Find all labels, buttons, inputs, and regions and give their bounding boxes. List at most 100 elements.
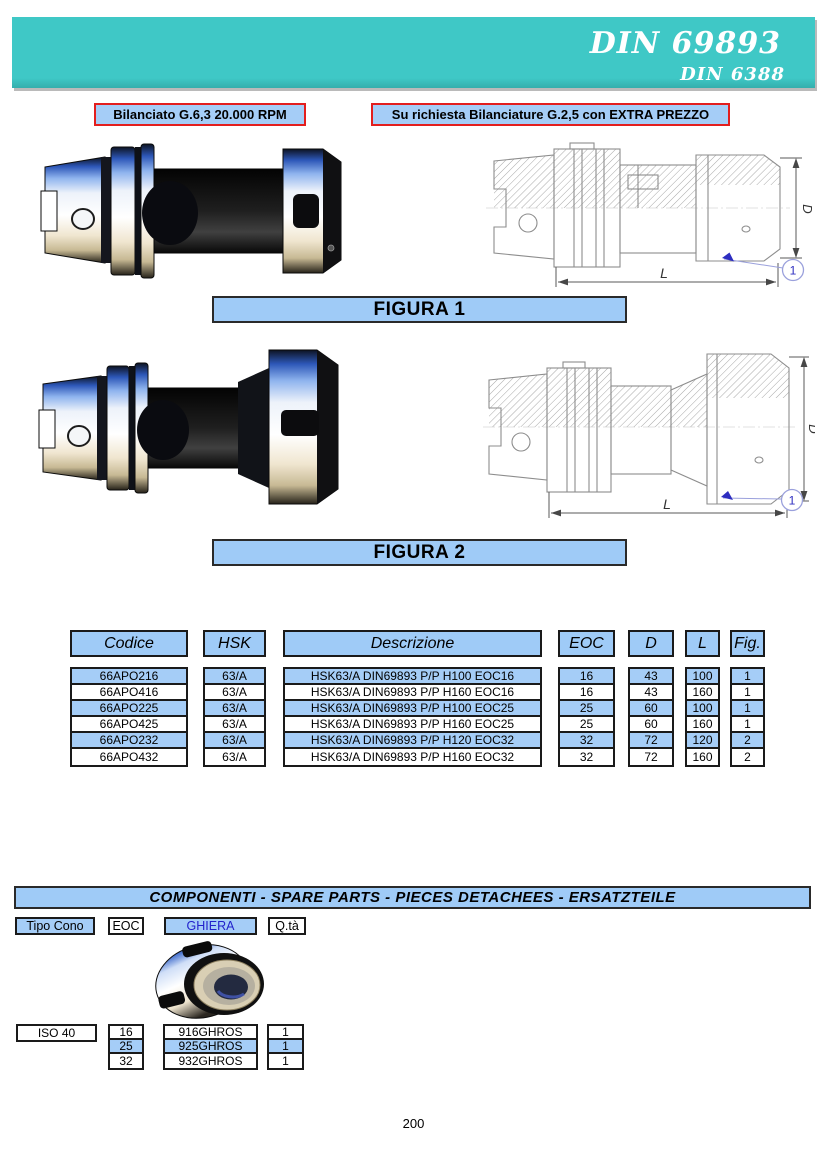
table-cell: 1	[732, 685, 763, 701]
dim-label-d: D	[806, 424, 815, 433]
table-cell: 66APO432	[99, 750, 159, 764]
table-cell: 1	[282, 1054, 289, 1068]
hsk-shank	[40, 156, 106, 264]
table-cell: 66APO232	[72, 733, 186, 749]
table-cell: 63/A	[205, 669, 264, 685]
header-band: DIN 69893 DIN 6388	[12, 17, 815, 88]
col-header-hsk: HSK	[203, 630, 266, 657]
label-tipo-cono: Tipo Cono	[15, 917, 95, 935]
tipo-cono-value: ISO 40	[16, 1024, 97, 1042]
components-column-eoc: 16 25 32	[108, 1024, 144, 1070]
table-cell: 160	[687, 685, 718, 701]
table-cell: 2	[744, 750, 751, 764]
callout-number: 1	[790, 264, 797, 278]
components-column-ghiera: 916GHROS 925GHROS 932GHROS	[163, 1024, 258, 1070]
table-cell: 25	[110, 1039, 142, 1054]
column-fig: 1 1 1 1 2 2	[730, 667, 765, 767]
figure2-caption: FIGURA 2	[212, 539, 627, 566]
badge-on-request: Su richiesta Bilanciature G.2,5 con EXTR…	[371, 103, 730, 126]
table-cell: 120	[687, 733, 718, 749]
page-subtitle: DIN 6388	[680, 64, 785, 85]
dim-label-d: D	[800, 204, 812, 213]
table-cell: 63/A	[205, 717, 264, 733]
dim-label-l: L	[663, 496, 671, 512]
table-cell: 66APO425	[72, 717, 186, 733]
flange	[101, 143, 155, 279]
figure1-caption: FIGURA 1	[212, 296, 627, 323]
technical-drawing-figure2: D L 1	[483, 353, 815, 518]
body	[137, 368, 269, 488]
table-cell: 63/A	[205, 685, 264, 701]
table-cell: 63/A	[205, 701, 264, 717]
table-cell: 100	[687, 669, 718, 685]
table-cell: 1	[269, 1039, 302, 1054]
table-cell: HSK63/A DIN69893 P/P H160 EOC25	[285, 717, 540, 733]
flange	[97, 362, 149, 494]
balloon-callout: 1	[721, 488, 804, 512]
table-cell: 60	[630, 717, 672, 733]
table-cell: 66APO225	[72, 701, 186, 717]
table-cell: HSK63/A DIN69893 P/P H120 EOC32	[285, 733, 540, 749]
table-cell: 43	[630, 685, 672, 701]
table-cell: 1	[732, 669, 763, 685]
table-cell: 1	[269, 1025, 302, 1040]
table-cell: 72	[630, 733, 672, 749]
column-hsk: 63/A 63/A 63/A 63/A 63/A 63/A	[203, 667, 266, 767]
column-descrizione: HSK63/A DIN69893 P/P H100 EOC16 HSK63/A …	[283, 667, 542, 767]
table-cell: 932GHROS	[178, 1054, 243, 1068]
components-header: COMPONENTI - SPARE PARTS - PIECES DETACH…	[14, 886, 811, 909]
label-qta: Q.tà	[268, 917, 306, 935]
table-cell: 63/A	[222, 750, 247, 764]
col-header-l: L	[685, 630, 720, 657]
label-eoc: EOC	[108, 917, 144, 935]
product-photo-figure1	[40, 143, 342, 279]
table-cell: 16	[110, 1025, 142, 1040]
table-cell: 160	[687, 717, 718, 733]
column-l: 100 160 100 160 120 160	[685, 667, 720, 767]
callout-number: 1	[789, 494, 796, 508]
ghiera-photo	[155, 941, 264, 1019]
table-cell: HSK63/A DIN69893 P/P H100 EOC25	[285, 701, 540, 717]
column-codice: 66APO216 66APO416 66APO225 66APO425 66AP…	[70, 667, 188, 767]
technical-drawing-figure1: D L 1	[486, 142, 812, 287]
table-cell: 916GHROS	[165, 1025, 256, 1040]
column-d: 43 43 60 60 72 72	[628, 667, 674, 767]
col-header-d: D	[628, 630, 674, 657]
table-cell: 16	[560, 685, 613, 701]
table-cell: 16	[560, 669, 613, 685]
page-number: 200	[402, 1116, 425, 1131]
table-cell: 1	[732, 717, 763, 733]
table-cell: 72	[644, 750, 658, 764]
table-cell: 2	[732, 733, 763, 749]
badge-balanced: Bilanciato G.6,3 20.000 RPM	[94, 103, 306, 126]
table-cell: 32	[579, 750, 594, 764]
table-cell: 100	[687, 701, 718, 717]
table-cell: 1	[732, 701, 763, 717]
table-cell: 25	[560, 701, 613, 717]
table-cell: 32	[119, 1054, 133, 1068]
dimension-lines	[548, 356, 809, 518]
table-cell: 66APO216	[72, 669, 186, 685]
clamping-nut	[268, 349, 339, 505]
col-header-fig: Fig.	[730, 630, 765, 657]
table-cell: 43	[630, 669, 672, 685]
column-eoc: 16 16 25 25 32 32	[558, 667, 615, 767]
table-cell: 925GHROS	[165, 1039, 256, 1054]
page-title: DIN 69893	[589, 26, 781, 61]
table-cell: 66APO416	[72, 685, 186, 701]
table-cell: HSK63/A DIN69893 P/P H160 EOC16	[285, 685, 540, 701]
col-header-descrizione: Descrizione	[283, 630, 542, 657]
table-cell: 160	[692, 750, 713, 764]
table-cell: 32	[560, 733, 613, 749]
col-header-eoc: EOC	[558, 630, 615, 657]
table-cell: 60	[630, 701, 672, 717]
balloon-callout: 1	[722, 252, 805, 282]
body	[142, 168, 290, 254]
col-header-codice: Codice	[70, 630, 188, 657]
hsk-shank	[38, 375, 102, 481]
table-cell: 25	[560, 717, 613, 733]
table-cell: 63/A	[205, 733, 264, 749]
table-cell: HSK63/A DIN69893 P/P H160 EOC32	[310, 750, 515, 764]
dim-label-l: L	[660, 265, 668, 281]
